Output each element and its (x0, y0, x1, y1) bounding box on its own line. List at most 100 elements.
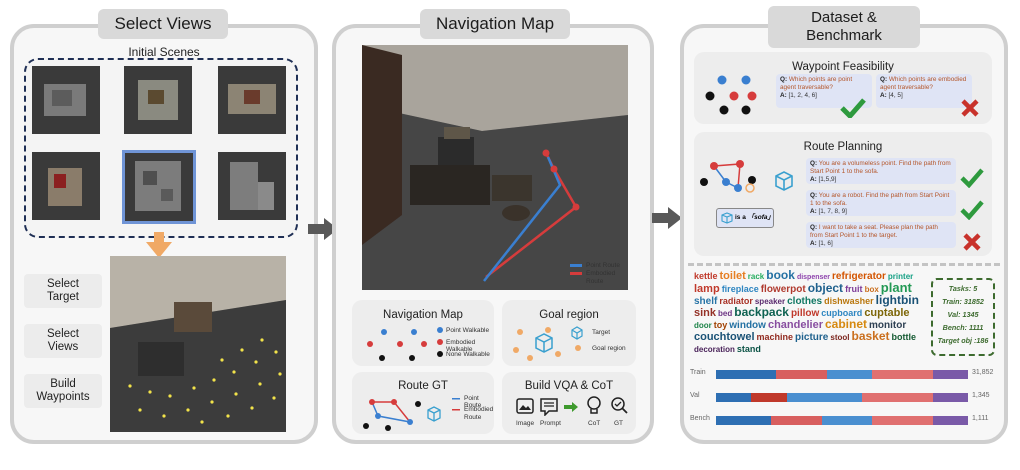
select-target-step[interactable]: Select Target (24, 274, 102, 308)
waypoint-question-bubble: Q: Which points are embodied agent trave… (876, 74, 972, 108)
route-question-bubble: Q: You are a volumeless point. Find the … (806, 158, 956, 184)
val-distribution-bar (716, 393, 968, 402)
wordcloud-word: lightbin (875, 293, 919, 307)
wordcloud-word: flowerpot (760, 284, 806, 295)
wordcloud-word: fruit (845, 284, 863, 294)
target-cube-icon (571, 326, 583, 340)
wordcloud-word: bottle (891, 332, 917, 342)
legend-embodied-walkable: Embodied Walkable (446, 339, 476, 353)
wordcloud-word: decoration (694, 345, 735, 354)
wordcloud-word: book (766, 270, 795, 282)
wordcloud-word: pillow (790, 308, 820, 319)
wordcloud-word: dishwasher (824, 296, 874, 306)
wordcloud-word: monitor (869, 320, 907, 331)
wordcloud-word: toy (713, 320, 728, 330)
waypoint-a2: [4, 5] (888, 92, 903, 99)
wordcloud-word: toilet (719, 270, 746, 282)
card-title: Route Planning (803, 141, 883, 153)
right-arrow-icon (308, 218, 338, 240)
down-arrow-icon (146, 232, 172, 258)
route-q1: You are a volumeless point. Find the pat… (810, 160, 951, 175)
bar-value-train: 31,852 (972, 369, 994, 376)
dataset-stats-box: Tasks: 5 Train: 31852 Val: 1345 Bench: 1… (931, 278, 995, 356)
route-graph-icon (363, 399, 441, 431)
dataset-benchmark-title: Dataset & Benchmark (768, 6, 920, 48)
select-views-step[interactable]: Select Views (24, 324, 102, 358)
legend-embodied-route: Embodied Route (586, 270, 616, 285)
card-title: Build VQA & CoT (524, 380, 614, 392)
goal-region-graph-icon (513, 327, 561, 361)
route-a2: [1, 7, 8, 9] (818, 208, 847, 215)
waypoint-q1: Which points are point agent traversable… (780, 76, 853, 91)
scene-thumbnail[interactable] (32, 66, 100, 134)
wordcloud-word: cuptable (864, 307, 910, 319)
scene-thumbnail[interactable] (218, 66, 286, 134)
route-gt-card: Route GT Point Route Embodied Route (352, 372, 494, 434)
walkable-graph-icon (367, 329, 427, 361)
route-a1: [1,5,9] (818, 176, 837, 183)
wordcloud-word: printer (887, 272, 914, 281)
stat-val: Val: 1345 (947, 310, 979, 319)
wordcloud-word: radiator (719, 296, 753, 306)
wordcloud-word: sink (694, 307, 717, 319)
build-waypoints-step[interactable]: Build Waypoints (24, 374, 102, 408)
waypoint-scene-render (110, 256, 286, 432)
wordcloud-word: rack (747, 272, 765, 281)
wordcloud-word: fireplace (721, 284, 759, 294)
gt-label: GT (614, 420, 624, 427)
wordcloud-word: lamp (694, 283, 720, 295)
scene-thumbnail-selected[interactable] (122, 150, 196, 224)
wordcloud-word: picture (795, 332, 829, 343)
legend-dots (437, 327, 443, 357)
target-object-tag: is a 「sofa」 (716, 208, 774, 228)
goal-region-dot-icon (575, 345, 581, 351)
wordcloud-word: window (729, 320, 766, 331)
navigation-map-card: Navigation Map Point Walkable Embodied W… (352, 300, 494, 366)
wordcloud-word: couchtowel (694, 331, 755, 343)
right-arrow-icon (652, 207, 682, 229)
prompt-label: Prompt (540, 420, 561, 427)
bar-label-train: Train (690, 369, 706, 376)
target-object-name: 「sofa」 (747, 214, 775, 221)
wordcloud-word: basket (851, 329, 890, 343)
wordcloud-word: clothes (787, 296, 823, 307)
route-planning-card: Route Planning is a 「sofa」 Q: You are a … (694, 132, 992, 256)
build-vqa-card: Build VQA & CoT Image Prompt CoT GT (502, 372, 636, 434)
card-title: Route GT (398, 380, 448, 392)
scene-thumbnail[interactable] (218, 152, 286, 220)
legend-goal-region: Goal region (592, 345, 626, 352)
bar-label-val: Val (690, 392, 700, 399)
goal-region-card: Goal region Target Goal region (502, 300, 636, 366)
wordcloud-word: shelf (694, 296, 718, 307)
bar-value-val: 1,345 (972, 392, 990, 399)
legend-embodied-route: Embodied Route (464, 406, 494, 421)
scene-thumbnail[interactable] (124, 66, 192, 134)
stat-target-obj: Target obj :186 (937, 336, 989, 345)
scene-thumbnail[interactable] (32, 152, 100, 220)
image-icon (516, 398, 534, 414)
card-title: Goal region (539, 309, 599, 321)
wordcloud-word: kettle (694, 271, 718, 281)
check-icon (960, 168, 984, 188)
prompt-icon (540, 398, 558, 416)
wordcloud-word: stool (830, 333, 850, 342)
route-question-bubble: Q: I want to take a seat. Please plan th… (806, 222, 956, 248)
check-icon (960, 200, 984, 220)
check-magnifier-icon (611, 397, 628, 414)
target-prefix: is a (735, 214, 746, 221)
wordcloud-word: door (694, 321, 712, 330)
route-q3: I want to take a seat. Please plan the p… (810, 224, 938, 239)
cot-label: CoT (588, 420, 601, 427)
image-label: Image (516, 420, 535, 427)
card-title: Navigation Map (383, 309, 463, 321)
legend-none-walkable: None Walkable (446, 351, 490, 358)
route-a3: [1, 6] (818, 240, 833, 247)
wordcloud-word: chandelier (767, 319, 823, 331)
wordcloud-word: object (807, 281, 844, 295)
bar-label-bench: Bench (690, 415, 710, 422)
train-distribution-bar (716, 370, 969, 379)
wordcloud-word: cabinet (824, 317, 867, 331)
check-icon (840, 98, 866, 118)
wordcloud-word: refrigerator (832, 271, 886, 282)
waypoint-q2: Which points are embodied agent traversa… (880, 76, 967, 91)
